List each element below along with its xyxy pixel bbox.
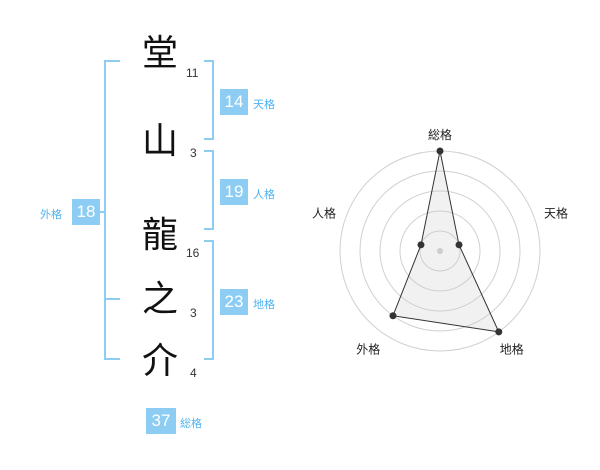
radar-center <box>437 248 443 254</box>
gaikaku-value: 18 <box>72 199 100 225</box>
radar-axis-label-1: 天格 <box>544 205 568 220</box>
chikaku-value: 23 <box>220 289 248 315</box>
stroke-count-3: 16 <box>186 246 200 260</box>
radar-point-2 <box>495 328 503 336</box>
radar-ring <box>359 170 521 332</box>
radar-ring <box>419 230 461 272</box>
stroke-count-5: 4 <box>190 366 197 380</box>
tenkaku-bracket <box>212 60 214 140</box>
soukaku-label: 総格 <box>180 417 202 430</box>
radar-point-0 <box>436 147 444 155</box>
jinkaku-label: 人格 <box>253 188 275 201</box>
jinkaku-bracket <box>212 150 214 230</box>
tenkaku-bracket-top <box>204 60 214 62</box>
radar-point-4 <box>417 241 425 249</box>
gaikaku-bracket <box>104 60 106 360</box>
chikaku-bracket-top <box>204 240 214 242</box>
name-char-1: 堂 <box>141 33 178 74</box>
chikaku-bracket <box>212 240 214 360</box>
stroke-count-2: 3 <box>190 146 197 160</box>
gaikaku-bracket-bottom <box>104 358 120 360</box>
gaikaku-label: 外格 <box>40 208 62 221</box>
stroke-count-4: 3 <box>190 306 197 320</box>
tenkaku-label: 天格 <box>253 98 275 111</box>
jinkaku-value: 19 <box>220 179 248 205</box>
name-char-3: 龍 <box>141 215 178 256</box>
radar-ring <box>399 210 481 292</box>
stroke-count-1: 11 <box>186 66 199 80</box>
tenkaku-value: 14 <box>220 89 248 115</box>
chikaku-bracket-bottom <box>204 358 214 360</box>
radar-ring <box>379 190 501 312</box>
gaikaku-bracket-mid <box>104 298 120 300</box>
radar-axis-label-0: 総格 <box>428 127 452 142</box>
radar-axis-label-2: 地格 <box>500 342 524 357</box>
jinkaku-bracket-bottom <box>204 228 214 230</box>
gaikaku-bracket-top <box>104 60 120 62</box>
chikaku-label: 地格 <box>253 298 275 311</box>
jinkaku-bracket-top <box>204 150 214 152</box>
radar-point-3 <box>389 312 397 320</box>
radar-axis-label-4: 人格 <box>312 205 336 220</box>
name-char-2: 山 <box>141 121 178 162</box>
tenkaku-bracket-bottom <box>204 138 214 140</box>
soukaku-value: 37 <box>146 408 176 434</box>
name-char-4: 之 <box>141 279 178 320</box>
name-char-5: 介 <box>141 341 178 382</box>
radar-axis-label-3: 外格 <box>356 342 380 357</box>
radar-point-1 <box>455 241 463 249</box>
radar-area <box>392 150 500 333</box>
gaikaku-bracket-connector <box>98 211 106 213</box>
